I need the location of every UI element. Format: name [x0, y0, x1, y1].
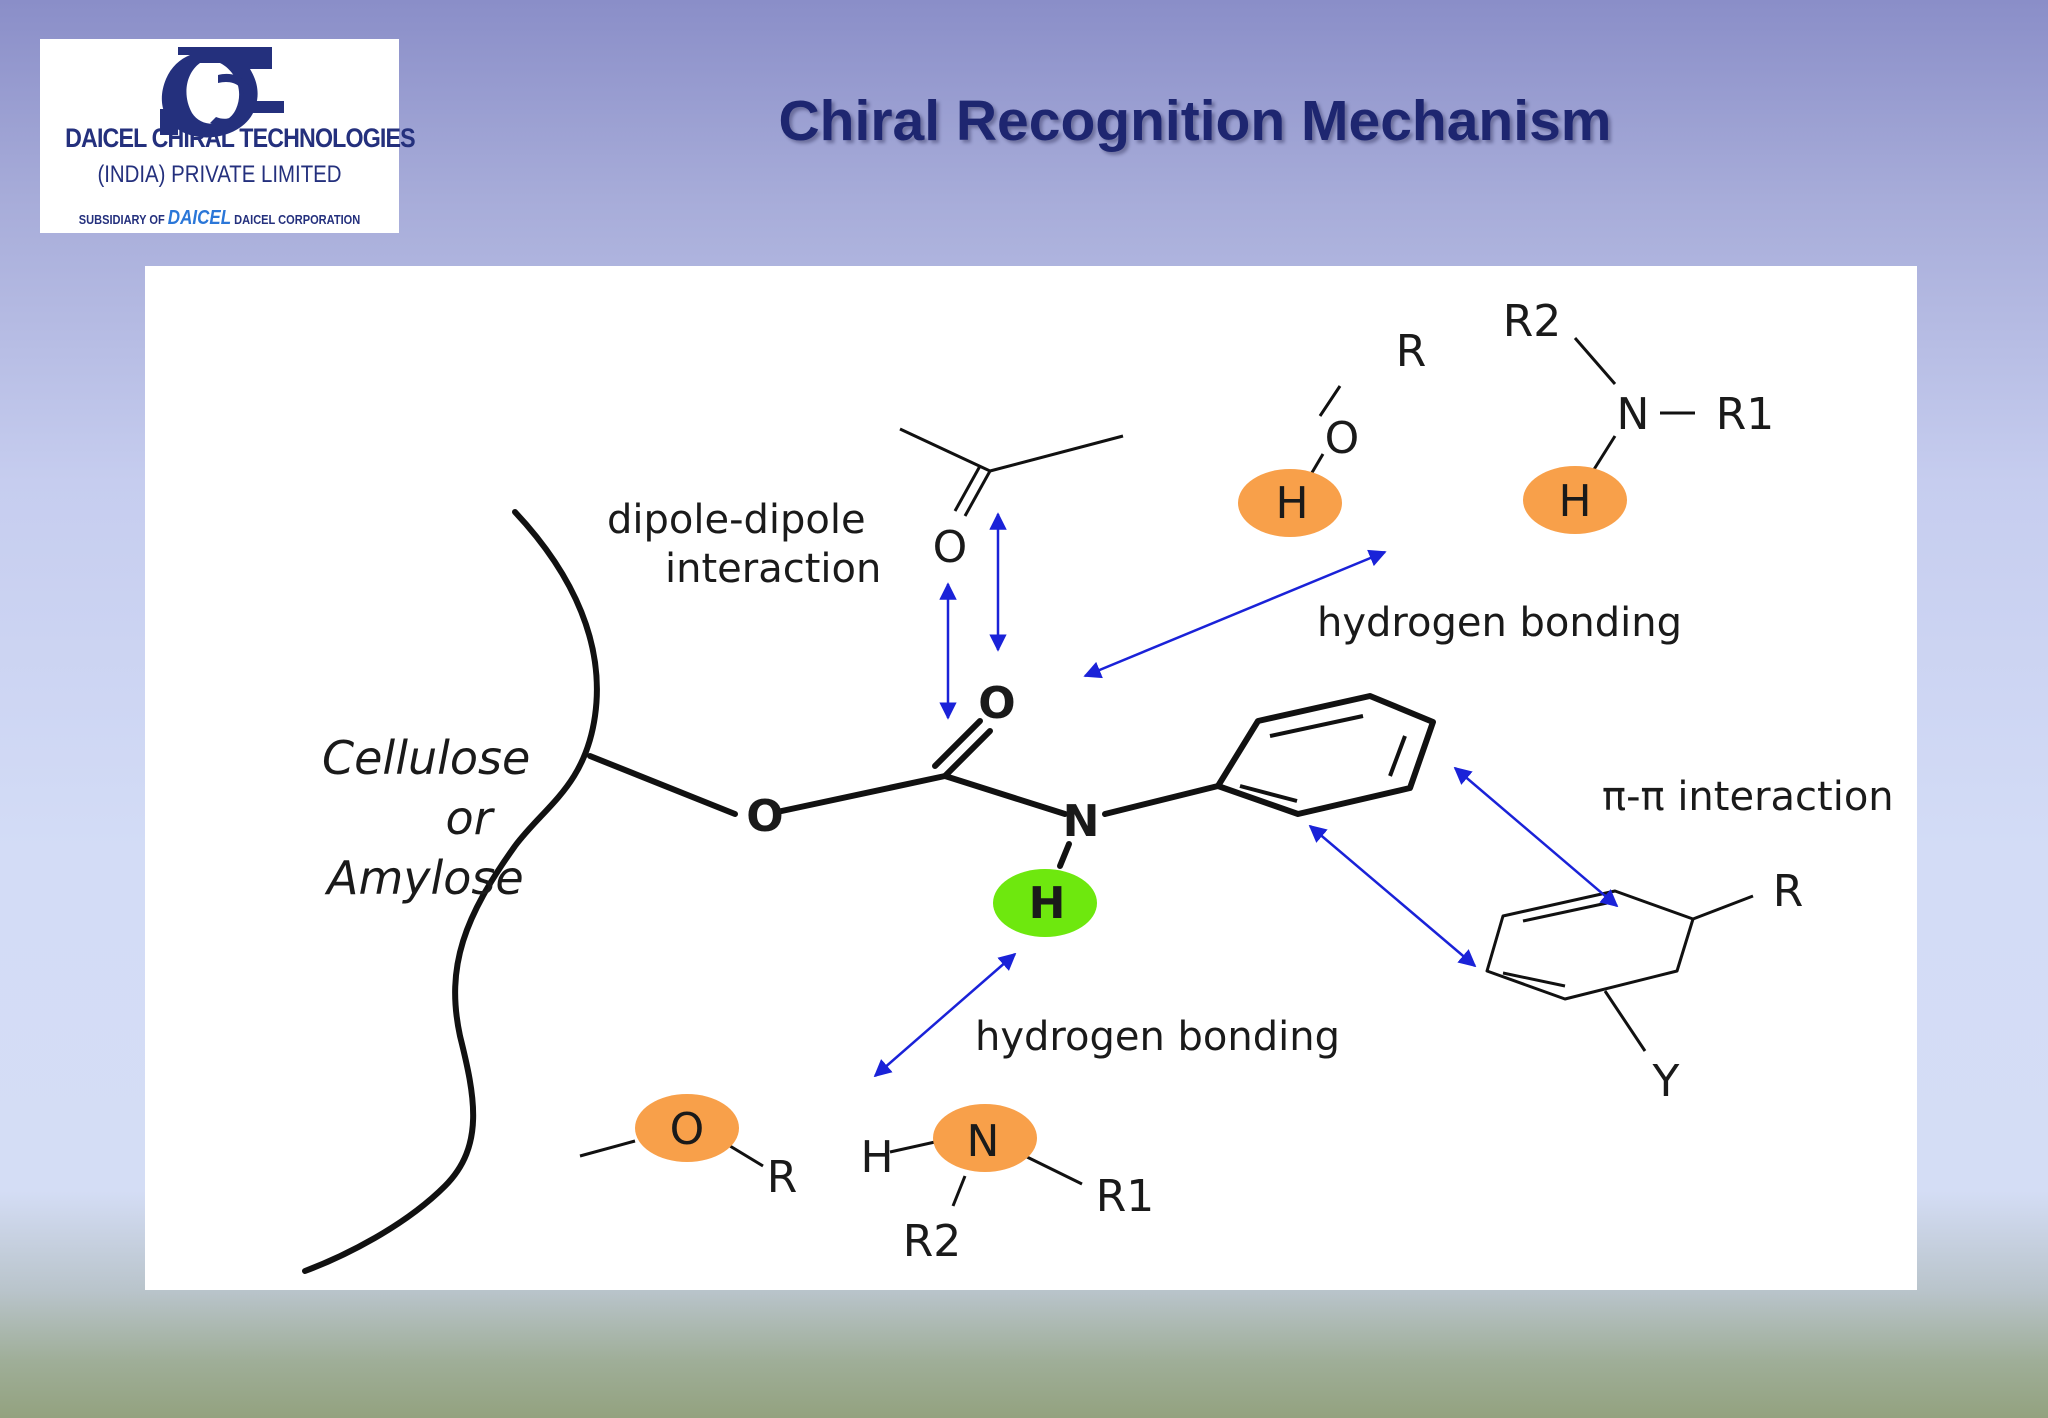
polymer-label-amylose: Amylose: [324, 851, 524, 905]
ether-fragment: [579, 1139, 764, 1168]
logo-brand: DAICEL: [167, 207, 232, 229]
carbamate-bonds: [587, 718, 1221, 869]
logo-company-name: DAICEL CHIRAL TECHNOLOGIES: [65, 123, 415, 153]
aryl-r-label: R: [1773, 866, 1804, 917]
amine2-fragment: [889, 1140, 1083, 1207]
amide-n-label: N: [1063, 796, 1100, 847]
ether-o-highlight: [635, 1094, 739, 1162]
polymer-label-cellulose: Cellulose: [322, 731, 530, 785]
pipi-label: π-π interaction: [1602, 774, 1894, 820]
hbond-arrow-top: [1083, 549, 1387, 679]
amine-r2-label: R2: [1503, 296, 1562, 347]
logo-subsidiary-prefix: SUBSIDIARY OF: [78, 212, 165, 227]
diagram-panel: O O N H O O H R N H R1 R2 O R H N R1 R2 …: [145, 266, 1917, 1290]
amine-h-label: H: [1558, 476, 1591, 527]
amine-fragment: [1573, 337, 1695, 472]
alcohol-h-highlight: [1238, 469, 1342, 537]
logo-parent: DAICEL CORPORATION: [234, 212, 361, 227]
logo-subsidiary-line: SUBSIDIARY OF DAICEL DAICEL CORPORATION: [67, 207, 372, 230]
amine2-n-label: N: [967, 1116, 1000, 1167]
ketone-o-label: O: [933, 522, 968, 573]
polymer-label-or: or: [445, 791, 495, 845]
amine2-r1-label: R1: [1096, 1171, 1155, 1222]
aryl-ring: [1485, 889, 1754, 1052]
interaction-arrows: [873, 512, 1619, 1078]
hbond-arrow-bottom: [873, 952, 1017, 1078]
dipole-label-line2: interaction: [665, 546, 881, 592]
ether-o-label: O: [670, 1104, 705, 1155]
alcohol-r-label: R: [1396, 326, 1427, 377]
amine-h-highlight: [1523, 466, 1627, 534]
logo-emblem: [160, 47, 284, 138]
ether-r-label: R: [767, 1152, 798, 1203]
pipi-arrow-upper: [1453, 766, 1619, 908]
amine-r1-label: R1: [1716, 389, 1775, 440]
logo-subtitle: (INDIA) PRIVATE LIMITED: [97, 161, 342, 188]
polymer-backbone: [302, 509, 600, 1274]
carbonyl-o-label: O: [978, 678, 1015, 729]
amide-h-label: H: [1029, 878, 1066, 929]
amide-h-highlight: [993, 869, 1097, 937]
alcohol-h-label: H: [1275, 478, 1308, 529]
amine-n-label: N: [1617, 389, 1650, 440]
mechanism-diagram: O O N H O O H R N H R1 R2 O R H N R1 R2 …: [302, 296, 1894, 1274]
dipole-label-line1: dipole-dipole: [607, 497, 866, 543]
pipi-arrow-lower: [1308, 824, 1477, 968]
amine2-n-highlight: [933, 1104, 1037, 1172]
aryl-y-label: Y: [1652, 1056, 1680, 1107]
amine2-r2-label: R2: [903, 1216, 962, 1267]
ester-o-label: O: [746, 791, 783, 842]
hbond-bottom-label: hydrogen bonding: [975, 1014, 1340, 1060]
company-logo: DAICEL CHIRAL TECHNOLOGIES (INDIA) PRIVA…: [40, 39, 416, 233]
ketone-fragment: [899, 427, 1124, 517]
hbond-top-label: hydrogen bonding: [1317, 600, 1682, 646]
alcohol-o-label: O: [1325, 413, 1360, 464]
phenyl-ring: [1215, 693, 1436, 817]
amine2-h-label: H: [860, 1132, 893, 1183]
page-title: Chiral Recognition Mechanism: [778, 89, 1612, 153]
